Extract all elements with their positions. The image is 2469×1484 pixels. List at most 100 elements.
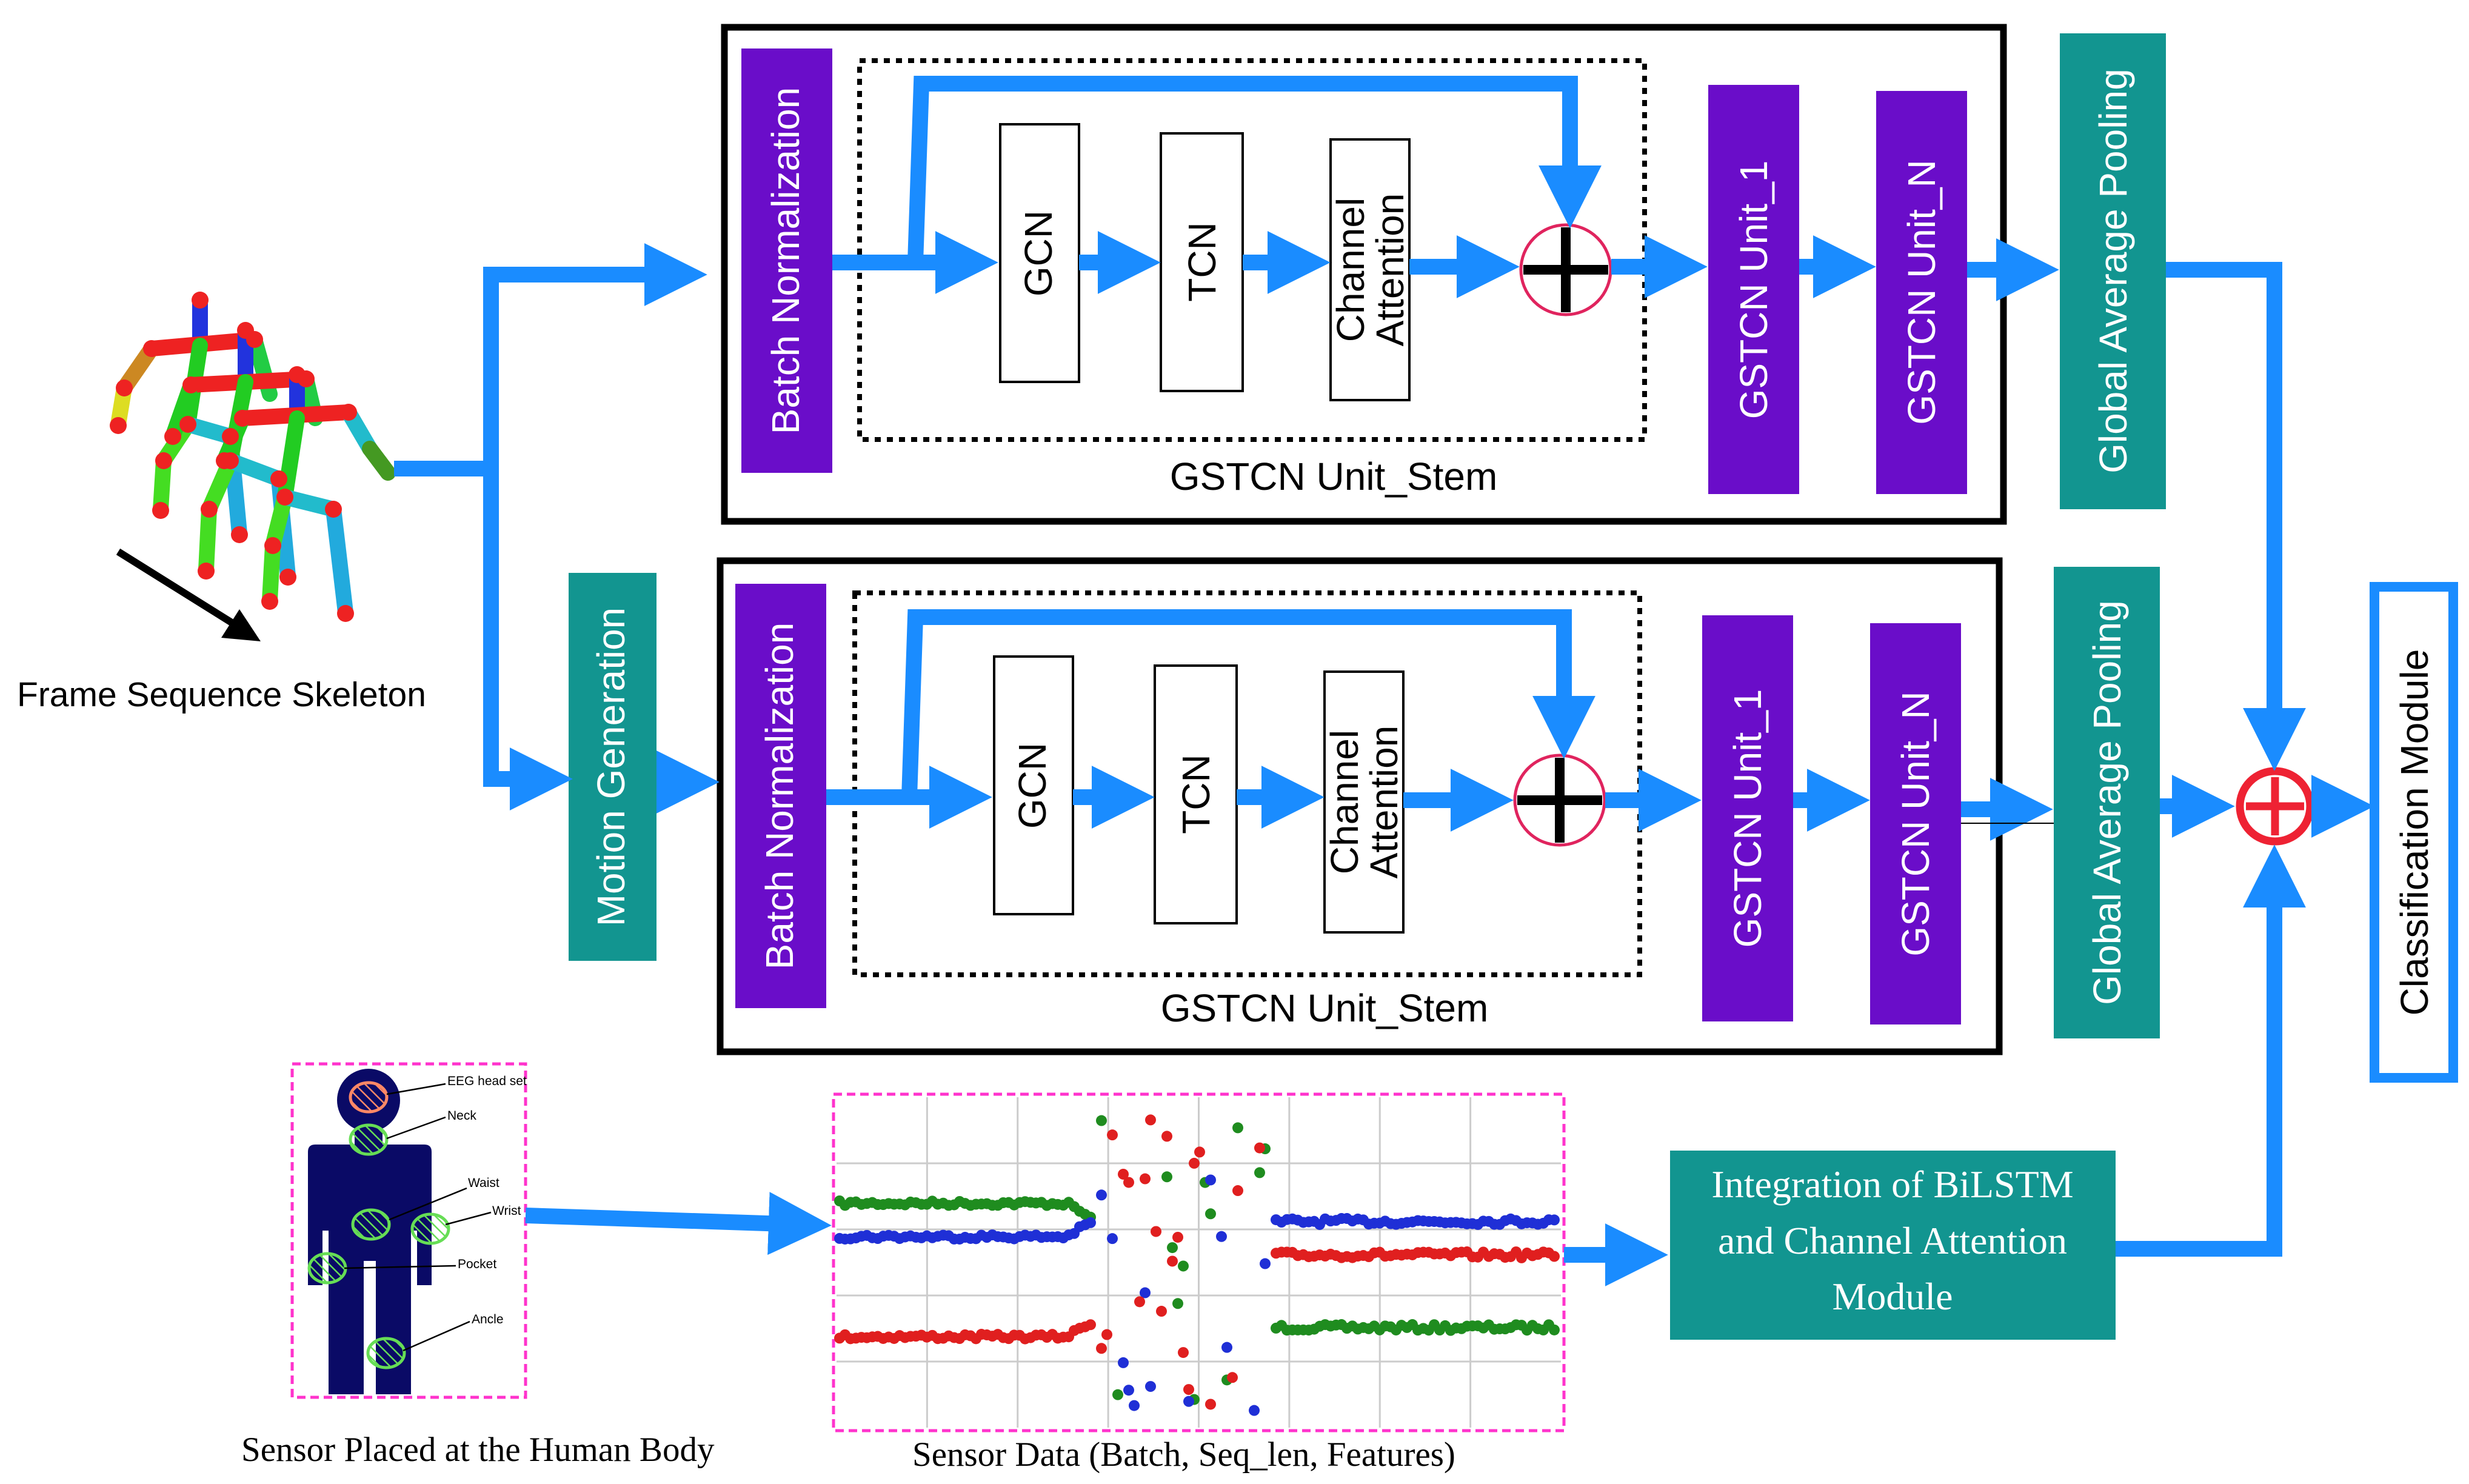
integration-line2: and Channel Attention <box>1718 1219 2067 1262</box>
sensor-data-plot <box>832 1092 1566 1432</box>
plot-point <box>1161 1171 1172 1183</box>
plot-point <box>1549 1324 1560 1335</box>
top-unit-n-label: GSTCN Unit_N <box>1900 159 1943 424</box>
top-unit-n-block: GSTCN Unit_N <box>1876 91 1967 494</box>
top-tcn-label: TCN <box>1180 222 1224 302</box>
sensor-label-neck: Neck <box>447 1109 476 1123</box>
plot-point <box>1156 1306 1167 1317</box>
bottom-batch-norm-label: Batch Normalization <box>758 623 801 970</box>
plot-point <box>1167 1242 1178 1254</box>
plot-point <box>1172 1298 1183 1309</box>
plot-point <box>1123 1385 1134 1396</box>
flow-arrows <box>394 76 2374 1286</box>
bottom-residual-sum-icon <box>1513 754 1606 847</box>
bottom-tcn-block: TCN <box>1154 664 1238 924</box>
plot-point <box>1118 1168 1129 1180</box>
top-unit-1-label: GSTCN Unit_1 <box>1732 161 1776 419</box>
plot-point <box>1260 1258 1271 1269</box>
top-attention-line1: Channel <box>1329 198 1372 342</box>
plot-point <box>1227 1372 1238 1383</box>
fusion-sum-icon <box>2236 767 2314 846</box>
sensor-body-figure: EEG head set Neck Waist Wrist Pocket Anc… <box>290 1062 527 1399</box>
bottom-attention-line1: Channel <box>1323 730 1366 874</box>
top-batch-norm-label: Batch Normalization <box>764 87 807 435</box>
plot-point <box>1205 1208 1216 1220</box>
plot-point <box>1161 1131 1172 1142</box>
bottom-unit-n-label: GSTCN Unit_N <box>1894 691 1937 956</box>
plot-point <box>1167 1255 1178 1267</box>
plot-point <box>1216 1231 1227 1242</box>
top-channel-attention-block: Channel Attention <box>1329 138 1412 401</box>
plot-point <box>1151 1226 1161 1237</box>
plot-point <box>1129 1400 1140 1411</box>
integration-module-block: Integration of BiLSTM and Channel Attent… <box>1670 1151 2116 1340</box>
classification-module-label: Classification Module <box>2393 649 2436 1016</box>
plot-point <box>1183 1395 1194 1407</box>
integration-line3: Module <box>1832 1275 1953 1318</box>
bottom-unit-1-block: GSTCN Unit_1 <box>1702 615 1793 1021</box>
top-stem-label: GSTCN Unit_Stem <box>1170 455 1498 498</box>
top-gcn-label: GCN <box>1017 210 1060 296</box>
plot-point <box>1249 1405 1260 1416</box>
bottom-pooling-label: Global Average Pooling <box>2085 600 2129 1005</box>
bottom-stem-label: GSTCN Unit_Stem <box>1161 986 1489 1030</box>
sensor-label-wrist: Wrist <box>492 1204 521 1218</box>
plot-point <box>1140 1173 1151 1185</box>
sensor-label-ancle: Ancle <box>472 1312 504 1326</box>
plot-point <box>1118 1357 1129 1368</box>
motion-generation-label: Motion Generation <box>589 607 633 927</box>
plot-point <box>1101 1329 1112 1340</box>
classification-module-block: Classification Module <box>2370 582 2458 1083</box>
bottom-tcn-label: TCN <box>1174 754 1218 834</box>
plot-points <box>834 1114 1560 1416</box>
plot-point <box>1085 1217 1096 1228</box>
plot-point <box>1549 1251 1560 1262</box>
plot-point <box>1112 1389 1123 1400</box>
plot-point <box>1232 1185 1243 1197</box>
plot-point <box>1189 1157 1200 1169</box>
skeleton-caption: Frame Sequence Skeleton <box>17 675 426 714</box>
plot-point <box>1140 1287 1151 1298</box>
top-gcn-block: GCN <box>999 123 1080 383</box>
sensor-label-waist: Waist <box>468 1176 499 1190</box>
top-pooling-block: Global Average Pooling <box>2060 33 2166 509</box>
plot-point <box>1178 1347 1189 1359</box>
plot-point <box>1254 1142 1265 1154</box>
bottom-attention-line2: Attention <box>1362 726 1406 879</box>
top-pooling-label: Global Average Pooling <box>2091 69 2135 473</box>
bottom-gcn-block: GCN <box>993 655 1074 915</box>
plot-point <box>1107 1233 1118 1245</box>
plot-point <box>1549 1214 1560 1226</box>
plot-point <box>1194 1146 1205 1158</box>
top-batch-norm-block: Batch Normalization <box>741 48 832 473</box>
plot-point <box>1172 1231 1183 1243</box>
sensor-data-caption: Sensor Data (Batch, Seq_len, Features) <box>912 1436 1455 1474</box>
plot-point <box>1145 1381 1156 1392</box>
top-attention-line2: Attention <box>1368 193 1412 347</box>
top-unit-1-block: GSTCN Unit_1 <box>1708 85 1799 494</box>
skeleton-icon <box>110 292 396 641</box>
plot-point <box>1085 1319 1096 1331</box>
top-residual-sum-icon <box>1519 223 1612 316</box>
bottom-batch-norm-block: Batch Normalization <box>735 584 826 1008</box>
bottom-unit-n-block: GSTCN Unit_N <box>1870 623 1961 1024</box>
sensor-label-eeg: EEG head set <box>447 1074 527 1088</box>
motion-generation-block: Motion Generation <box>569 573 657 961</box>
sensor-label-pocket: Pocket <box>458 1257 496 1271</box>
plot-point <box>1096 1343 1107 1354</box>
sensor-body-caption: Sensor Placed at the Human Body <box>241 1431 715 1469</box>
bottom-channel-attention-block: Channel Attention <box>1323 670 1406 934</box>
plot-point <box>1221 1342 1232 1353</box>
plot-point <box>1096 1189 1107 1201</box>
plot-point <box>1134 1296 1145 1308</box>
plot-point <box>1205 1399 1216 1410</box>
plot-point <box>1123 1177 1134 1188</box>
integration-line1: Integration of BiLSTM <box>1711 1163 2073 1206</box>
bottom-gcn-label: GCN <box>1011 743 1054 829</box>
bottom-pooling-block: Global Average Pooling <box>2054 567 2160 1038</box>
plot-point <box>1107 1129 1118 1141</box>
plot-point <box>1178 1260 1189 1272</box>
plot-point <box>1145 1114 1156 1126</box>
plot-point <box>1183 1384 1194 1395</box>
